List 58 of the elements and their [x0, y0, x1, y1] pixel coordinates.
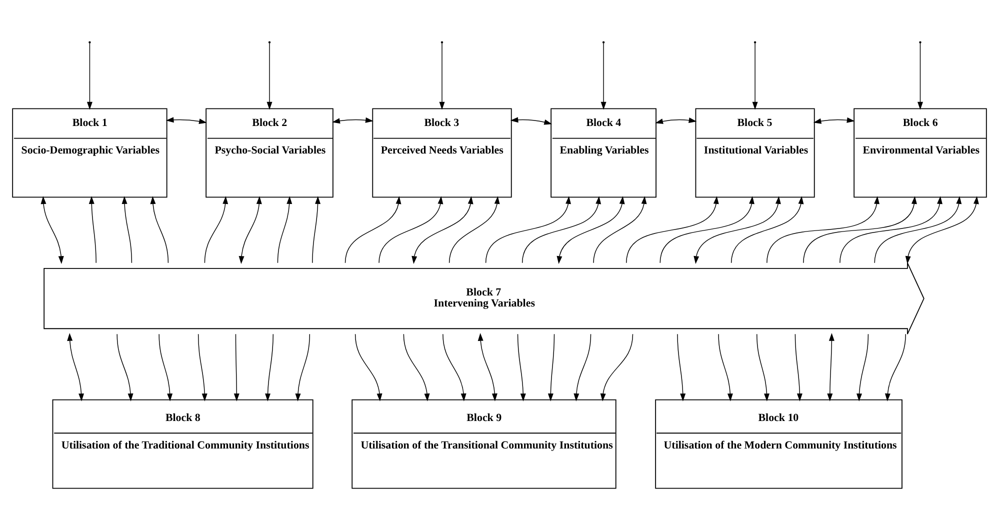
arrow [448, 196, 500, 264]
arrow [150, 196, 169, 264]
arrow [238, 196, 262, 264]
arrow [122, 196, 132, 264]
arrow [158, 334, 173, 402]
arrow [204, 196, 228, 264]
arrow [277, 196, 292, 264]
arrow [905, 196, 979, 264]
arrow [86, 42, 92, 110]
arrow [485, 196, 571, 264]
arrow [166, 117, 207, 124]
arrow [332, 117, 374, 124]
arrow [412, 196, 474, 264]
arrow [730, 196, 804, 264]
arrow [718, 334, 733, 402]
arrow [803, 196, 917, 264]
arrow [234, 334, 240, 402]
arrow [626, 196, 719, 264]
arrow [694, 196, 781, 264]
arrow [918, 42, 923, 110]
arrow [354, 334, 382, 402]
arrow [794, 334, 802, 402]
arrow [265, 334, 274, 402]
arrow [548, 334, 555, 402]
arrow [295, 334, 310, 402]
arrow [827, 333, 834, 402]
arrow [840, 196, 942, 264]
arrow [88, 196, 96, 264]
arrow [856, 334, 869, 402]
arrow [766, 196, 880, 264]
arrow [442, 334, 466, 402]
arrow [40, 196, 64, 264]
arrow [439, 42, 445, 110]
arrow [660, 196, 754, 264]
arrow [403, 334, 430, 402]
arrow [116, 334, 134, 402]
arrow [266, 42, 272, 110]
arrow [198, 334, 208, 402]
arrow [522, 196, 602, 264]
arrow [884, 334, 906, 402]
arrow [510, 117, 552, 125]
arrow [478, 333, 498, 402]
arrow [600, 334, 634, 402]
arrow [756, 334, 770, 402]
arrow [574, 334, 592, 402]
arrow [677, 334, 686, 402]
arrow [752, 42, 758, 110]
arrow [378, 196, 444, 264]
arrow [593, 196, 647, 264]
arrow [600, 42, 606, 110]
arrow [556, 196, 625, 264]
arrow [312, 196, 321, 264]
arrow [344, 196, 402, 264]
arrow [517, 334, 526, 402]
arrow [813, 117, 855, 124]
arrow [874, 196, 962, 264]
arrow [67, 333, 84, 402]
arrow [655, 118, 697, 124]
